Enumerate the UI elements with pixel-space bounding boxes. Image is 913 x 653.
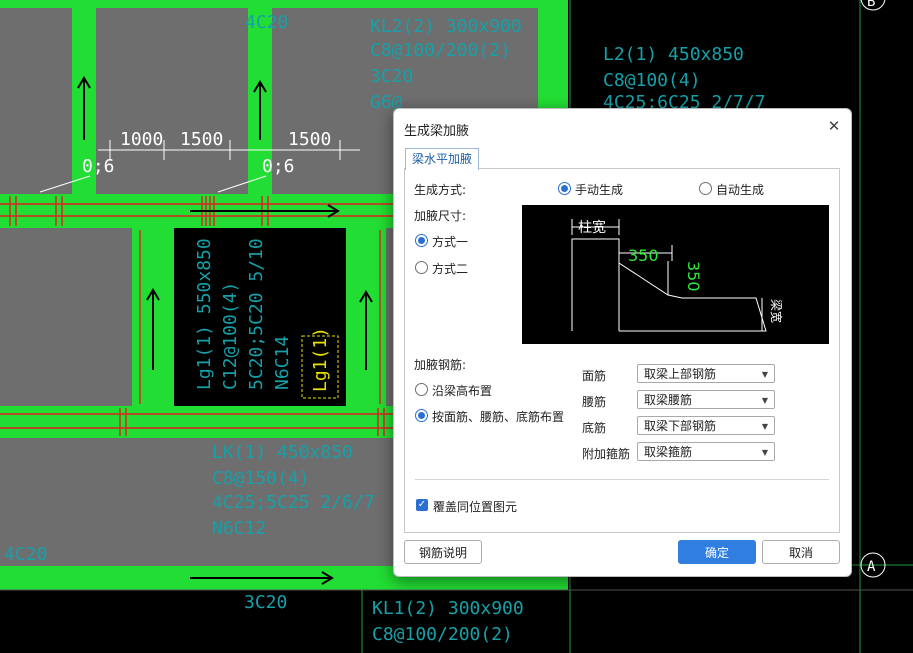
cad-label: 3C20 (370, 66, 413, 87)
along-height-radio[interactable] (415, 383, 428, 396)
slab-panel (0, 228, 132, 406)
slab-panel (0, 8, 72, 194)
dimension-text: 1500 (180, 129, 223, 150)
bottom-bar-select[interactable]: 取梁下部钢筋 ▼ (637, 416, 775, 435)
gen-method-label: 生成方式: (414, 183, 467, 197)
haunch-settings-panel: 生成方式: 手动生成 自动生成 加腋尺寸: 方式一 方式二 (404, 168, 840, 533)
ok-button[interactable]: 确定 (678, 540, 756, 564)
generate-haunch-dialog: 生成梁加腋 ✕ 梁水平加腋 生成方式: 手动生成 自动生成 加腋尺寸: 方式一 … (393, 108, 852, 577)
by-bars-radio[interactable] (415, 409, 428, 422)
rebar-description-button[interactable]: 钢筋说明 (404, 540, 482, 564)
slab-opening (174, 228, 346, 406)
row-label-top-bar: 面筋 (582, 369, 607, 383)
cad-label: 5C20;5C20 5/10 (246, 238, 267, 390)
axis-bubble-a[interactable] (860, 552, 886, 578)
chevron-down-icon: ▼ (761, 396, 768, 405)
cad-label: KL2(2) 300x900 (370, 16, 522, 37)
cad-label: C8@100/200(2) (370, 40, 511, 61)
cancel-button[interactable]: 取消 (762, 540, 840, 564)
method1-label[interactable]: 方式一 (432, 235, 469, 249)
stirrup-value: 取梁箍筋 (644, 445, 693, 459)
method2-label[interactable]: 方式二 (432, 262, 469, 276)
direction-arrows (77, 76, 373, 585)
cad-label: 4C20 (4, 544, 47, 565)
slab-panel (96, 8, 248, 194)
divider (415, 479, 829, 480)
tab-horizontal-haunch[interactable]: 梁水平加腋 (405, 148, 480, 170)
override-label[interactable]: 覆盖同位置图元 (433, 500, 518, 514)
manual-label[interactable]: 手动生成 (575, 183, 624, 197)
preview-haunch-outline (618, 255, 767, 332)
cad-label: C8@150(4) (212, 468, 310, 489)
cad-label: C8@100/200(2) (372, 624, 513, 645)
cad-label: 4C25;6C25 2/7/7 (603, 92, 766, 113)
side-bar-select[interactable]: 取梁腰筋 ▼ (637, 390, 775, 409)
chevron-down-icon: ▼ (761, 422, 768, 431)
chevron-down-icon: ▼ (761, 370, 768, 379)
dimension-text: 1000 (120, 129, 163, 150)
cad-label: N6C14 (272, 336, 293, 390)
cad-label-selected: Lg1(1) (310, 327, 331, 392)
preview-column-width: 柱宽 (578, 219, 606, 236)
auto-radio[interactable] (699, 182, 712, 195)
haunch-size-label: 加腋尺寸: (414, 209, 467, 223)
cad-label: LK(1) 450x850 (212, 442, 353, 463)
stirrup-select[interactable]: 取梁箍筋 ▼ (637, 442, 775, 461)
chevron-down-icon: ▼ (761, 448, 768, 457)
cad-label: N6C12 (212, 518, 266, 539)
method1-radio[interactable] (415, 234, 428, 247)
preview-vertical-size: 350 (684, 261, 703, 292)
top-bar-value: 取梁上部钢筋 (644, 367, 717, 381)
rebar-label: 加腋钢筋: (414, 358, 467, 372)
auto-label[interactable]: 自动生成 (716, 183, 765, 197)
manual-radio[interactable] (558, 182, 571, 195)
cad-label: C8@100(4) (603, 70, 701, 91)
bottom-bar-value: 取梁下部钢筋 (644, 419, 717, 433)
top-bar-select[interactable]: 取梁上部钢筋 ▼ (637, 364, 775, 383)
cad-label: C12@100(4) (220, 282, 241, 390)
along-height-label[interactable]: 沿梁高布置 (432, 384, 493, 398)
preview-column-outline (571, 238, 620, 331)
method2-radio[interactable] (415, 261, 428, 274)
cad-label: KL1(2) 300x900 (372, 598, 524, 619)
axis-label-a: A (867, 559, 876, 575)
override-checkbox[interactable]: ✓ (416, 499, 428, 511)
cad-label: 3C20 (244, 592, 287, 613)
cad-label: Lg1(1) 550x850 (194, 238, 215, 390)
cad-label: L2(1) 450x850 (603, 44, 744, 65)
axis-label-b: B (867, 0, 875, 10)
preview-beam-width: 梁宽 (769, 299, 784, 323)
row-label-stirrup: 附加箍筋 (582, 447, 631, 461)
dimension-lines (39, 140, 360, 193)
cad-label: 4C25;5C25 2/6/7 (212, 492, 375, 513)
by-bars-label[interactable]: 按面筋、腰筋、底筋布置 (432, 410, 565, 424)
preview-horizontal-size: 350 (628, 246, 659, 265)
cad-label: 4C20 (245, 12, 288, 33)
haunch-text: 0;6 (262, 156, 295, 177)
haunch-text: 0;6 (82, 156, 115, 177)
row-label-bottom-bar: 底筋 (582, 421, 607, 435)
close-icon[interactable]: ✕ (827, 117, 841, 135)
haunch-preview: 柱宽 350 350 梁宽 (522, 205, 829, 344)
dialog-title: 生成梁加腋 (404, 124, 470, 139)
beam-label-frame (301, 335, 339, 399)
axis-bubble-b[interactable] (860, 0, 886, 11)
dimension-text: 1500 (288, 129, 331, 150)
side-bar-value: 取梁腰筋 (644, 393, 693, 407)
row-label-side-bar: 腰筋 (582, 395, 607, 409)
cad-label: G6@ (370, 92, 403, 113)
